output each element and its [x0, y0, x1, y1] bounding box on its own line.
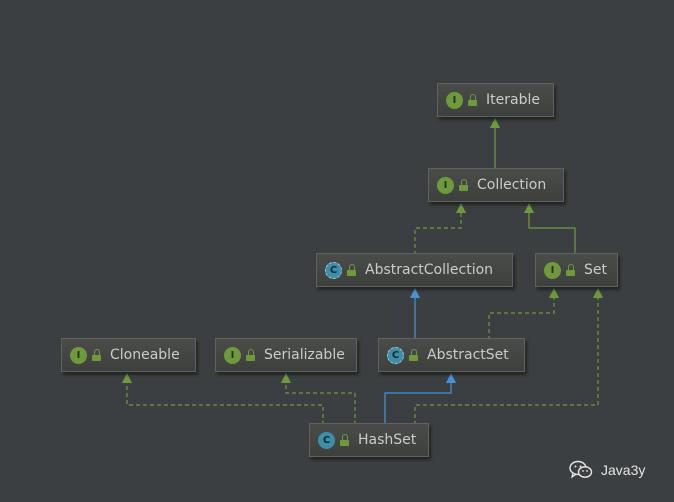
- node-label: Collection: [477, 177, 547, 193]
- edge-abstractset-set: [488, 288, 559, 340]
- interface-icon: I: [446, 91, 463, 109]
- edge-hashset-set: [414, 288, 603, 425]
- edge-hashset-cloneable: [122, 373, 324, 425]
- node-abstract-collection[interactable]: C AbstractCollection: [316, 253, 513, 287]
- abstract-class-icon: C: [387, 346, 404, 364]
- interface-icon: I: [437, 176, 454, 194]
- interface-icon: I: [224, 346, 241, 364]
- lock-icon: [347, 264, 357, 276]
- node-label: Serializable: [264, 347, 345, 363]
- node-abstract-set[interactable]: C AbstractSet: [378, 338, 525, 372]
- edge-abstractset-abstractcollection: [410, 288, 420, 340]
- node-collection[interactable]: I Collection: [428, 168, 564, 202]
- node-label: HashSet: [358, 432, 417, 448]
- node-set[interactable]: I Set: [535, 253, 618, 287]
- watermark-label: Java3y: [601, 462, 646, 478]
- node-label: Cloneable: [110, 347, 180, 363]
- interface-icon: I: [544, 261, 561, 279]
- class-icon: C: [318, 431, 335, 449]
- node-label: AbstractCollection: [365, 262, 494, 278]
- lock-icon: [340, 434, 350, 446]
- lock-icon: [459, 179, 469, 191]
- edge-collection-iterable: [490, 118, 500, 170]
- wechat-icon: [569, 460, 593, 479]
- node-iterable[interactable]: I Iterable: [437, 83, 554, 117]
- node-hashset[interactable]: C HashSet: [309, 423, 429, 457]
- edge-hashset-abstractset: [384, 373, 456, 425]
- lock-icon: [468, 94, 478, 106]
- node-serializable[interactable]: I Serializable: [215, 338, 357, 372]
- node-cloneable[interactable]: I Cloneable: [61, 338, 196, 372]
- watermark: Java3y: [569, 459, 645, 481]
- lock-icon: [409, 349, 419, 361]
- lock-icon: [246, 349, 256, 361]
- node-label: Set: [584, 262, 607, 278]
- edge-abstractcollection-collection: [414, 203, 466, 255]
- lock-icon: [566, 264, 576, 276]
- node-label: Iterable: [486, 92, 540, 108]
- edge-set-collection: [524, 203, 576, 255]
- abstract-class-icon: C: [325, 261, 342, 279]
- lock-icon: [92, 349, 102, 361]
- interface-icon: I: [70, 346, 87, 364]
- node-label: AbstractSet: [427, 347, 509, 363]
- edge-hashset-serializable: [281, 373, 356, 425]
